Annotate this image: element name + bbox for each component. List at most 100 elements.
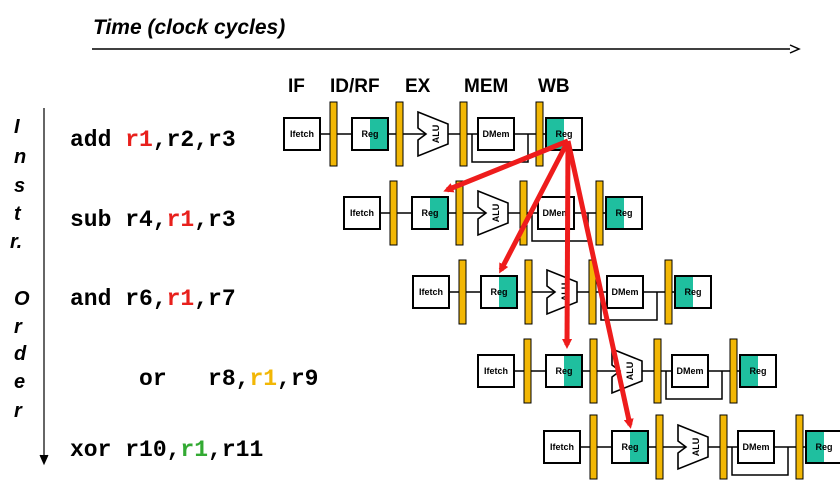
writeback-reg-label: Reg [684, 287, 701, 297]
mem-bypass-wire [665, 371, 723, 400]
mem-bypass-wire [600, 292, 658, 321]
pipeline-latch [519, 180, 528, 246]
writeback-reg-fill [676, 277, 693, 307]
order-letter: I [14, 116, 20, 138]
pipeline-latch [459, 101, 468, 167]
mem-bypass-wire [731, 447, 789, 476]
ifetch-label: Ifetch [290, 129, 314, 139]
ifetch-label: Ifetch [550, 442, 574, 452]
writeback-reg-fill [547, 119, 564, 149]
pipeline-latch [719, 414, 728, 480]
reg-label: Reg [361, 129, 378, 139]
forward-arrow-to-and [498, 139, 571, 274]
reg-label: Reg [421, 208, 438, 218]
forward-arrow-to-sub [443, 138, 569, 193]
mem-bypass-wire [471, 134, 529, 163]
writeback-reg-fill [741, 356, 758, 386]
dmem-label: DMem [742, 442, 769, 452]
instr-token: add [70, 127, 125, 153]
alu-label: ALU [431, 125, 441, 144]
pipeline-latch [524, 259, 533, 325]
stage-label-if: IF [288, 76, 305, 97]
dmem-label: DMem [611, 287, 638, 297]
reg-label: Reg [555, 366, 572, 376]
instr-token: ,r2,r3 [153, 127, 236, 153]
ifetch-box [477, 354, 515, 388]
pipeline-latch [389, 180, 398, 246]
forwarding-arrows [443, 138, 634, 429]
stage-label-id-rf: ID/RF [330, 76, 380, 97]
instr-token: sub r4, [70, 207, 167, 233]
pipeline-latch [395, 101, 404, 167]
instr-token-r1: r1 [180, 437, 208, 463]
ifetch-box [412, 275, 450, 309]
instr-token: ,r11 [208, 437, 263, 463]
dmem-box [737, 430, 775, 464]
pipeline-latch [535, 101, 544, 167]
forward-arrow-to-or [562, 140, 573, 349]
reg-label: Reg [621, 442, 638, 452]
pipeline-latch [589, 414, 598, 480]
ifetch-box [543, 430, 581, 464]
order-axis-arrowhead [39, 454, 49, 466]
pipeline-latch [655, 414, 664, 480]
alu-unit [677, 423, 709, 471]
pipeline-latch [653, 338, 662, 404]
reg-fill [499, 277, 516, 307]
instruction-and: and r6,r1,r7 [70, 286, 236, 312]
pipeline-latch [329, 101, 338, 167]
instr-token: ,r9 [277, 366, 318, 392]
instr-token: xor r10, [70, 437, 180, 463]
order-letter: s [14, 175, 25, 197]
ifetch-box [283, 117, 321, 151]
pipeline-latch [455, 180, 464, 246]
ifetch-box [343, 196, 381, 230]
ifetch-label: Ifetch [484, 366, 508, 376]
instr-token: ,r7 [194, 286, 235, 312]
pipeline-latch [458, 259, 467, 325]
pipeline-latch [523, 338, 532, 404]
order-letter: r [14, 316, 23, 338]
dmem-label: DMem [482, 129, 509, 139]
time-axis-label: Time (clock cycles) [93, 16, 285, 39]
alu-unit [477, 189, 509, 237]
order-letter: n [14, 146, 26, 168]
stage-label-ex: EX [405, 76, 431, 97]
dmem-box [671, 354, 709, 388]
reg-fill [370, 119, 387, 149]
reg-fill [630, 432, 647, 462]
writeback-reg-label: Reg [749, 366, 766, 376]
dmem-box [606, 275, 644, 309]
pipeline-latch [729, 338, 738, 404]
writeback-reg-fill [807, 432, 824, 462]
order-letter: r [14, 400, 23, 422]
order-letter: O [14, 288, 30, 310]
instruction-add: add r1,r2,r3 [70, 127, 236, 153]
ifetch-label: Ifetch [350, 208, 374, 218]
forward-arrow-to-xor [565, 140, 634, 429]
instr-token-r1: r1 [249, 366, 277, 392]
order-letter: d [14, 343, 27, 365]
instr-token: or r8, [139, 366, 249, 392]
reg-fill [430, 198, 447, 228]
reg-fill [564, 356, 581, 386]
stage-label-wb: WB [538, 76, 570, 97]
instr-token: and r6, [70, 286, 167, 312]
order-letter: e [14, 371, 25, 393]
alu-unit [417, 110, 449, 158]
order-letter: t [14, 203, 22, 225]
writeback-reg-label: Reg [615, 208, 632, 218]
ifetch-label: Ifetch [419, 287, 443, 297]
writeback-reg-label: Reg [555, 129, 572, 139]
instr-token-r1: r1 [125, 127, 153, 153]
order-letter: r. [10, 231, 22, 253]
instruction-sub: sub r4,r1,r3 [70, 207, 236, 233]
instruction-or: or r8,r1,r9 [70, 366, 360, 392]
writeback-reg-fill [607, 198, 624, 228]
alu-label: ALU [691, 438, 701, 457]
pipeline-latch [664, 259, 673, 325]
dmem-label: DMem [676, 366, 703, 376]
instr-token-r1: r1 [167, 286, 195, 312]
